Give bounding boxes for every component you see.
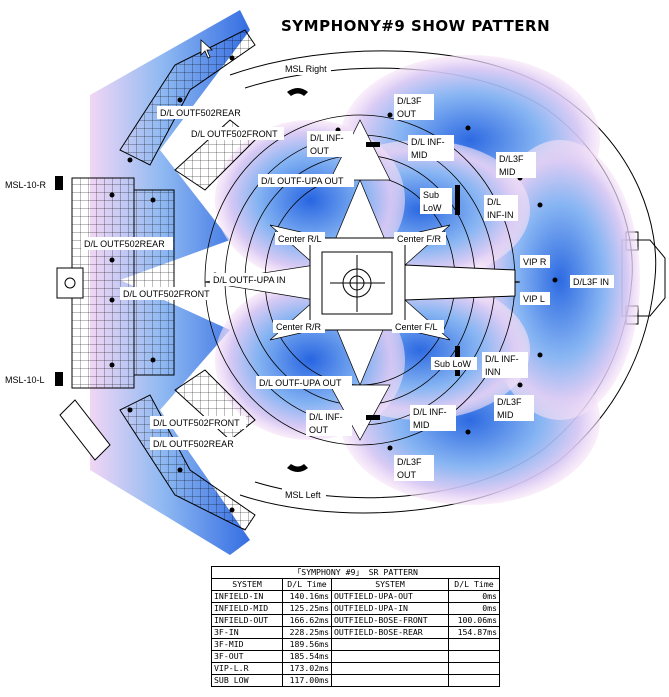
label-dl-inf-out-bottom-1: D/L INF- bbox=[309, 412, 343, 422]
label-sub-low-top-1: Sub bbox=[423, 190, 439, 200]
mouse-cursor-icon bbox=[200, 39, 214, 59]
table-caption: 「SYMPHONY #9」 SR PATTERN bbox=[211, 566, 500, 579]
label-msl-right: MSL Right bbox=[285, 64, 327, 74]
cell-system: 3F-MID bbox=[211, 638, 283, 651]
speaker-markers bbox=[55, 55, 558, 513]
table-row: 3F-MID 189.56ms bbox=[211, 638, 500, 651]
label-dl-inf-out-bottom-2: OUT bbox=[309, 425, 329, 435]
cell-system: OUTFIELD-UPA-OUT bbox=[331, 590, 449, 603]
table-row: INFIELD-OUT 166.62ms OUTFIELD-BOSE-FRONT… bbox=[211, 614, 500, 627]
label-dl-3f-mid-bottom-1: D/L3F bbox=[497, 397, 522, 407]
label-dl-3f-out-top-2: OUT bbox=[397, 109, 417, 119]
label-outf502front-bottom: D/L OUTF502FRONT bbox=[153, 418, 240, 428]
cell-system: 3F-IN bbox=[211, 626, 283, 639]
label-outf502rear-mid: D/L OUTF502REAR bbox=[84, 239, 165, 249]
label-dl-inf-inn-1: D/L INF- bbox=[485, 354, 519, 364]
label-vip-r: VIP R bbox=[523, 257, 547, 267]
label-outf-upa-out-top: D/L OUTF-UPA OUT bbox=[261, 176, 344, 186]
label-msl-left: MSL Left bbox=[285, 490, 321, 500]
cell-time bbox=[448, 650, 500, 663]
label-dl-inf-mid-top-1: D/L INF- bbox=[411, 137, 445, 147]
cell-system bbox=[331, 650, 449, 663]
cell-system bbox=[331, 638, 449, 651]
label-dl-3f-mid-top-2: MID bbox=[499, 167, 516, 177]
label-outf502front-mid: D/L OUTF502FRONT bbox=[123, 289, 210, 299]
col-header-dl-time-1: D/L Time bbox=[282, 578, 332, 591]
label-dl-inf-mid-bottom-2: MID bbox=[413, 420, 430, 430]
cell-time: 117.00ms bbox=[282, 674, 332, 687]
label-center-fr: Center F/R bbox=[397, 234, 442, 244]
table-row: INFIELD-IN 140.16ms OUTFIELD-UPA-OUT 0ms bbox=[211, 590, 500, 603]
label-outf502front-top: D/L OUTF502FRONT bbox=[191, 129, 278, 139]
cell-time: 0ms bbox=[448, 602, 500, 615]
table-row: INFIELD-MID 125.25ms OUTFIELD-UPA-IN 0ms bbox=[211, 602, 500, 615]
label-vip-l: VIP L bbox=[523, 294, 545, 304]
label-dl-inf-mid-bottom-1: D/L INF- bbox=[413, 407, 447, 417]
cell-time bbox=[448, 638, 500, 651]
label-dl-3f-in: D/L3F IN bbox=[573, 277, 609, 287]
label-dl-inf-inn-2: INN bbox=[485, 367, 501, 377]
cell-system: INFIELD-IN bbox=[211, 590, 283, 603]
cell-time: 0ms bbox=[448, 590, 500, 603]
label-dl-3f-out-top-1: D/L3F bbox=[397, 96, 422, 106]
col-header-system-1: SYSTEM bbox=[211, 578, 283, 591]
label-outf502rear-top: D/L OUTF502REAR bbox=[160, 108, 241, 118]
labels: MSL Right MSL Left MSL-10-R MSL-10-L D/L… bbox=[5, 64, 609, 500]
label-plates bbox=[2, 62, 614, 501]
label-dl-inf-mid-top-2: MID bbox=[411, 150, 428, 160]
cell-system: 3F-OUT bbox=[211, 650, 283, 663]
label-center-rr: Center R/R bbox=[276, 322, 322, 332]
label-dl-3f-mid-bottom-2: MID bbox=[497, 410, 514, 420]
cell-system bbox=[331, 662, 449, 675]
cell-time: 185.54ms bbox=[282, 650, 332, 663]
cell-time: 189.56ms bbox=[282, 638, 332, 651]
label-outf502rear-bottom: D/L OUTF502REAR bbox=[153, 439, 234, 449]
table-header-row: SYSTEM D/L Time SYSTEM D/L Time bbox=[211, 578, 500, 591]
label-dl-inf-in-top-1: D/L bbox=[487, 197, 501, 207]
label-center-rl: Center R/L bbox=[278, 234, 322, 244]
cell-system: OUTFIELD-BOSE-REAR bbox=[331, 626, 449, 639]
label-msl-10-r: MSL-10-R bbox=[5, 180, 47, 190]
label-dl-3f-out-bottom-1: D/L3F bbox=[397, 457, 422, 467]
label-center-fl: Center F/L bbox=[395, 322, 438, 332]
cell-time bbox=[448, 674, 500, 687]
cell-time: 125.25ms bbox=[282, 602, 332, 615]
cell-system: OUTFIELD-UPA-IN bbox=[331, 602, 449, 615]
label-outf-upa-in: D/L OUTF-UPA IN bbox=[213, 275, 286, 285]
cell-time bbox=[448, 662, 500, 675]
cell-system bbox=[331, 674, 449, 687]
left-end-structure bbox=[56, 267, 111, 461]
label-sub-low-bottom: Sub LoW bbox=[434, 359, 472, 369]
cell-system: VIP-L.R bbox=[211, 662, 283, 675]
center-stage bbox=[309, 237, 516, 331]
label-msl-10-l: MSL-10-L bbox=[5, 375, 45, 385]
delay-table: 「SYMPHONY #9」 SR PATTERN SYSTEM D/L Time… bbox=[211, 566, 500, 687]
cell-time: 166.62ms bbox=[282, 614, 332, 627]
label-dl-3f-mid-top-1: D/L3F bbox=[499, 154, 524, 164]
cell-time: 140.16ms bbox=[282, 590, 332, 603]
label-dl-inf-out-top-2: OUT bbox=[310, 146, 330, 156]
col-header-dl-time-2: D/L Time bbox=[448, 578, 500, 591]
cell-time: 154.87ms bbox=[448, 626, 500, 639]
table-row: 3F-IN 228.25ms OUTFIELD-BOSE-REAR 154.87… bbox=[211, 626, 500, 639]
label-dl-inf-in-top-2: INF-IN bbox=[487, 210, 514, 220]
cell-time: 100.06ms bbox=[448, 614, 500, 627]
table-row: VIP-L.R 173.02ms bbox=[211, 662, 500, 675]
table-row: 3F-OUT 185.54ms bbox=[211, 650, 500, 663]
label-dl-3f-out-bottom-2: OUT bbox=[397, 470, 417, 480]
cell-system: OUTFIELD-BOSE-FRONT bbox=[331, 614, 449, 627]
table-row: SUB LOW 117.00ms bbox=[211, 674, 500, 687]
col-header-system-2: SYSTEM bbox=[331, 578, 449, 591]
cell-time: 173.02ms bbox=[282, 662, 332, 675]
venue-diagram: SYMPHONY#9 SHOW PATTERN bbox=[2, 10, 666, 555]
cell-time: 228.25ms bbox=[282, 626, 332, 639]
label-sub-low-top-2: LoW bbox=[423, 203, 442, 213]
cell-system: INFIELD-MID bbox=[211, 602, 283, 615]
cell-system: INFIELD-OUT bbox=[211, 614, 283, 627]
label-dl-inf-out-top-1: D/L INF- bbox=[310, 133, 344, 143]
label-outf-upa-out-bottom: D/L OUTF-UPA OUT bbox=[259, 378, 342, 388]
diagram-title: SYMPHONY#9 SHOW PATTERN bbox=[281, 17, 550, 35]
cell-system: SUB LOW bbox=[211, 674, 283, 687]
